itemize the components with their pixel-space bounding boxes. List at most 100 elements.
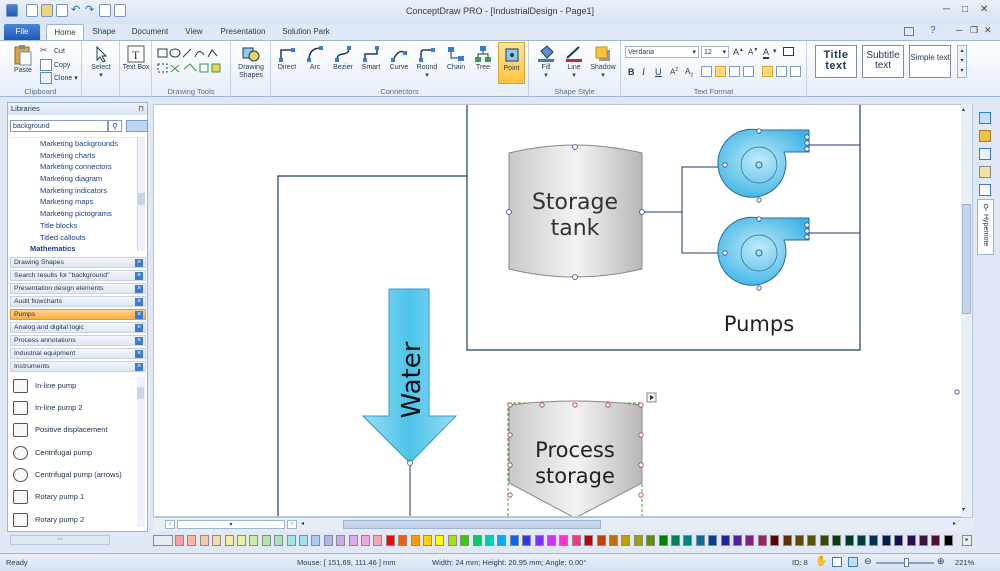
color-swatch[interactable] bbox=[187, 535, 197, 546]
close-icon[interactable]: × bbox=[135, 259, 143, 267]
point-button[interactable]: Point bbox=[498, 42, 525, 84]
align-center-icon[interactable] bbox=[715, 66, 726, 77]
doc-restore-icon[interactable]: ❐ bbox=[970, 25, 979, 35]
valign-bottom-icon[interactable] bbox=[776, 66, 787, 77]
color-swatch[interactable] bbox=[943, 535, 953, 546]
new-document-icon[interactable] bbox=[26, 4, 38, 17]
color-swatch[interactable] bbox=[274, 535, 284, 546]
color-swatch[interactable] bbox=[658, 535, 668, 546]
color-swatch[interactable] bbox=[212, 535, 222, 546]
library-process-annotations[interactable]: Process annotations× bbox=[10, 335, 146, 346]
color-swatch[interactable] bbox=[286, 535, 296, 546]
fit-width-icon[interactable] bbox=[848, 557, 858, 567]
palette-tools-icon[interactable] bbox=[153, 535, 173, 546]
subtitle-text-style[interactable]: Subtitle text bbox=[862, 45, 904, 78]
align-left-icon[interactable] bbox=[701, 66, 712, 77]
grid-icon[interactable] bbox=[979, 148, 991, 160]
connection-point[interactable] bbox=[407, 460, 413, 466]
color-swatch[interactable] bbox=[733, 535, 742, 546]
arc-connector-button[interactable]: Arc bbox=[301, 45, 329, 72]
styles-scroll[interactable]: ▴▾▾ bbox=[957, 45, 967, 78]
pipe-line[interactable] bbox=[277, 175, 467, 517]
window-layout-icon[interactable] bbox=[904, 27, 914, 36]
align-justify-icon[interactable] bbox=[743, 66, 754, 77]
shape-item[interactable]: Centrifugal pump (arrows) bbox=[11, 465, 137, 485]
chain-button[interactable]: Chain bbox=[443, 45, 469, 72]
color-swatch[interactable] bbox=[224, 535, 234, 546]
color-swatch[interactable] bbox=[807, 535, 817, 546]
close-icon[interactable]: × bbox=[135, 298, 143, 306]
library-analog-digital-logic[interactable]: Analog and digital logic× bbox=[10, 322, 146, 333]
color-swatch[interactable] bbox=[559, 535, 569, 546]
color-swatch[interactable] bbox=[844, 535, 854, 546]
scroll-left-icon[interactable]: ◂ bbox=[301, 521, 305, 527]
color-swatch[interactable] bbox=[373, 535, 383, 546]
color-swatch[interactable] bbox=[770, 535, 780, 546]
tree-scroll-thumb[interactable] bbox=[138, 193, 145, 205]
print-icon[interactable] bbox=[99, 4, 111, 17]
page-icon[interactable] bbox=[979, 184, 991, 196]
title-text-style[interactable]: Title text bbox=[815, 45, 857, 78]
shape-item[interactable]: Centrifugal pump bbox=[11, 443, 137, 463]
maximize-icon[interactable]: □ bbox=[962, 4, 969, 15]
redo-icon[interactable]: ↷ bbox=[85, 4, 95, 16]
curve-connector-button[interactable]: Curve bbox=[385, 45, 413, 72]
drawing-canvas[interactable]: Storage tank Pumps Water Pr bbox=[153, 104, 973, 517]
tree-item-category[interactable]: Mathematics bbox=[30, 244, 76, 252]
color-swatch[interactable] bbox=[509, 535, 519, 546]
color-swatch[interactable] bbox=[522, 535, 532, 546]
color-swatch[interactable] bbox=[199, 535, 209, 546]
color-swatch[interactable] bbox=[782, 535, 792, 546]
minimize-icon[interactable]: ─ bbox=[943, 4, 951, 15]
shape-item[interactable]: Rotary pump 1 bbox=[11, 487, 137, 507]
tree-item[interactable]: Marketing maps bbox=[40, 197, 94, 207]
direct-connector-button[interactable]: Direct bbox=[273, 45, 301, 72]
palette-more-icon[interactable]: ▸ bbox=[962, 535, 972, 546]
close-icon[interactable]: × bbox=[135, 311, 143, 319]
tank-pump-connector[interactable] bbox=[642, 166, 724, 254]
zoom-slider-thumb[interactable] bbox=[904, 558, 909, 567]
tree-item[interactable]: Marketing backgrounds bbox=[40, 139, 118, 148]
library-presentation-design[interactable]: Presentation design elements× bbox=[10, 283, 146, 294]
color-swatch[interactable] bbox=[249, 535, 259, 546]
color-swatch[interactable] bbox=[894, 535, 904, 546]
color-swatch[interactable] bbox=[435, 535, 445, 546]
color-swatch[interactable] bbox=[534, 535, 544, 546]
color-swatch[interactable] bbox=[621, 535, 631, 546]
color-swatch[interactable] bbox=[646, 535, 656, 546]
selection-handles[interactable] bbox=[506, 144, 645, 280]
tree-item[interactable]: Marketing connectors bbox=[40, 162, 112, 172]
simple-text-style[interactable]: Simple text bbox=[909, 45, 951, 78]
drawing-shapes-button[interactable]: Drawing Shapes bbox=[233, 45, 269, 80]
clone-button[interactable]: Clone ▾ bbox=[40, 72, 78, 84]
centrifugal-pump-upper[interactable] bbox=[717, 128, 810, 203]
grow-font-icon[interactable]: A▲ bbox=[733, 47, 744, 57]
print-preview-icon[interactable] bbox=[114, 4, 126, 17]
drawing-tools-icons[interactable] bbox=[157, 47, 227, 77]
tree-item[interactable]: Titled callouts bbox=[40, 232, 86, 242]
shapes-scroll-thumb[interactable] bbox=[137, 387, 144, 399]
subscript-icon[interactable]: A2 bbox=[685, 67, 694, 79]
text-highlight-icon[interactable] bbox=[783, 47, 794, 56]
shape-item[interactable]: Rotary pump 2 bbox=[11, 510, 137, 530]
underline-icon[interactable]: U bbox=[655, 67, 662, 77]
tab-home[interactable]: Home bbox=[46, 24, 84, 40]
shrink-font-icon[interactable]: A▼ bbox=[748, 47, 759, 57]
process-storage-shape[interactable] bbox=[508, 400, 643, 517]
tree-button[interactable]: Tree bbox=[470, 45, 496, 72]
shape-item[interactable]: In-line pump 2 bbox=[11, 398, 137, 418]
color-swatch[interactable] bbox=[547, 535, 556, 546]
color-swatch[interactable] bbox=[795, 535, 804, 546]
scroll-up-icon[interactable]: ▴ bbox=[962, 107, 966, 113]
color-swatch[interactable] bbox=[398, 535, 408, 546]
connection-point[interactable] bbox=[954, 389, 960, 395]
color-swatch[interactable] bbox=[906, 535, 916, 546]
cut-button[interactable]: ✂Cut bbox=[40, 45, 65, 57]
color-swatch[interactable] bbox=[881, 535, 891, 546]
doc-minimize-icon[interactable]: ─ bbox=[956, 25, 963, 35]
font-size-select[interactable]: 12▾ bbox=[701, 46, 729, 58]
help-icon[interactable]: ? bbox=[930, 25, 936, 36]
tree-item[interactable]: Marketing indicators bbox=[40, 185, 108, 195]
color-swatch[interactable] bbox=[571, 535, 581, 546]
library-search-results[interactable]: Search results for "background"× bbox=[10, 270, 146, 281]
